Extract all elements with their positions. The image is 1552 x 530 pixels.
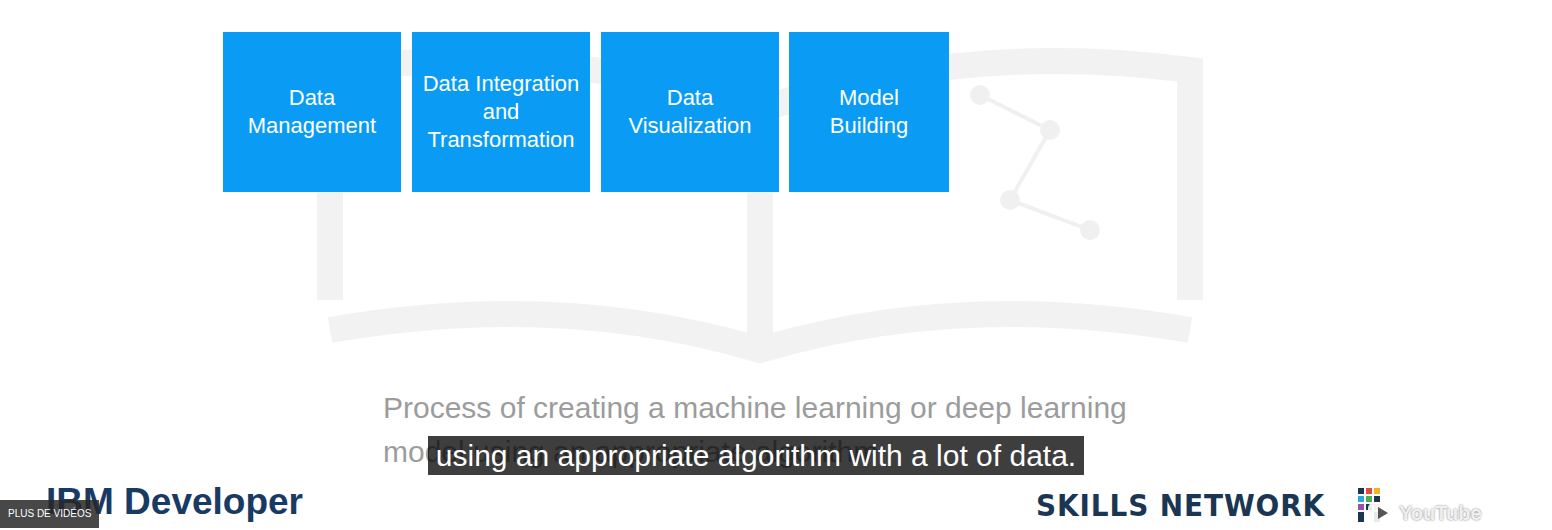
network-dots — [970, 85, 1100, 240]
subtitle-box: using an appropriate algorithm with a lo… — [396, 432, 1116, 479]
box-label: Data Integration and Transformation — [422, 70, 580, 154]
box-label: Data Management — [233, 84, 391, 140]
brand-logo: SKILLS NETWORK — [1036, 485, 1325, 525]
youtube-logo: YouTube — [1399, 498, 1482, 528]
process-box: Data Integration and Transformation — [412, 32, 590, 192]
box-label: Model Building — [799, 84, 939, 140]
youtube-icon — [1368, 503, 1396, 523]
process-box: Data Visualization — [601, 32, 779, 192]
network-lines — [980, 95, 1090, 230]
box-label: Data Visualization — [611, 84, 769, 140]
video-subtitle: using an appropriate algorithm with a lo… — [428, 436, 1084, 475]
more-videos-button: PLUS DE VIDÉOS — [0, 500, 99, 528]
process-box: Model Building — [789, 32, 949, 192]
process-box: Data Management — [223, 32, 401, 192]
